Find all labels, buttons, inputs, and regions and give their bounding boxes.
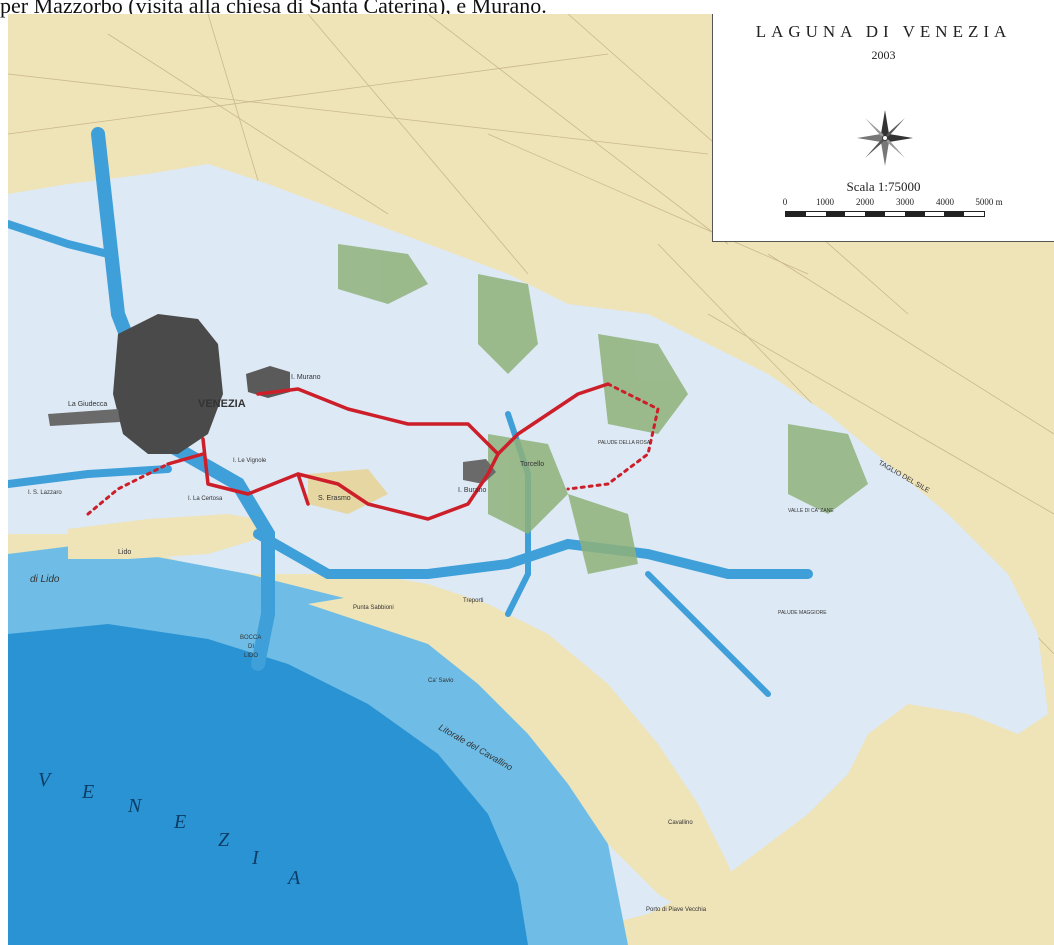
label-porto-piave: Porto di Piave Vecchia <box>646 907 707 913</box>
label-punta-sabbioni: Punta Sabbioni <box>353 605 394 611</box>
label-palude-maggiore: PALUDE MAGGIORE <box>778 610 827 616</box>
sea-letter-5: Z <box>218 829 230 851</box>
sea-letter-3: N <box>127 795 143 817</box>
page-caption: per Mazzorbo (visita alla chiesa di Sant… <box>0 0 547 18</box>
lagoon-map[interactable]: VENEZIA I. Murano I. Burano Torcello La … <box>8 14 1054 945</box>
deep-sea <box>8 624 528 945</box>
scale-label: Scala 1:75000 <box>846 179 921 194</box>
sea-letter-2: E <box>81 781 94 803</box>
sea-letter-1: V <box>38 769 53 791</box>
label-la-certosa: I. La Certosa <box>188 496 223 502</box>
lido-island <box>68 514 258 559</box>
sea-letter-4: E <box>173 811 186 833</box>
venezia-city <box>113 314 223 454</box>
label-palude-rosa: PALUDE DELLA ROSA <box>598 440 651 446</box>
itinerary-route <box>86 382 660 521</box>
label-burano: I. Burano <box>458 487 487 494</box>
label-murano: I. Murano <box>291 374 321 381</box>
legend-year: 2003 <box>871 48 896 62</box>
map-svg: VENEZIA I. Murano I. Burano Torcello La … <box>8 14 1054 945</box>
scale-tick: 2000 <box>856 197 874 207</box>
label-le-vignole: I. Le Vignole <box>233 458 267 464</box>
scale-ticks: 0 1000 2000 3000 4000 5000 m <box>753 197 1013 209</box>
label-s-erasmo: S. Erasmo <box>318 495 351 502</box>
label-s-lazzaro: I. S. Lazzaro <box>28 490 62 496</box>
map-legend: LAGUNA DI VENEZIA 2003 Scala 1:75000 0 1… <box>712 14 1054 242</box>
scale-bar <box>785 211 985 217</box>
scale-tick: 1000 <box>816 197 834 207</box>
label-bocca: BOCCA <box>240 635 261 641</box>
scale-tick: 5000 m <box>975 197 1003 207</box>
salt-marshes <box>338 244 868 574</box>
label-venezia: VENEZIA <box>198 398 246 410</box>
compass-rose-icon <box>857 110 913 166</box>
legend-title: LAGUNA DI VENEZIA <box>755 22 1012 41</box>
label-cavallino: Cavallino <box>668 820 693 826</box>
cavallino-peninsula <box>308 589 748 924</box>
label-ca-savio: Ca' Savio <box>428 678 454 684</box>
label-valle-dogado: VALLE DI CA' ZANE <box>788 508 834 514</box>
sea-lettering: V E N E Z I A <box>38 769 301 889</box>
label-giudecca: La Giudecca <box>68 401 107 408</box>
burano-island <box>463 459 496 484</box>
scale-tick: 3000 <box>896 197 914 207</box>
label-di: DI <box>248 644 254 650</box>
label-treporti: Treporti <box>463 598 483 604</box>
scale-tick: 4000 <box>936 197 954 207</box>
label-canale-lido: di Lido <box>30 574 60 585</box>
scale-tick: 0 <box>782 197 788 207</box>
label-torcello: Torcello <box>520 461 544 468</box>
label-lido-bocca: LIDO <box>244 653 258 659</box>
label-lido: Lido <box>118 549 131 556</box>
giudecca-island <box>48 409 120 426</box>
sea-letter-7: A <box>286 867 301 889</box>
sea-letter-6: I <box>251 847 260 869</box>
